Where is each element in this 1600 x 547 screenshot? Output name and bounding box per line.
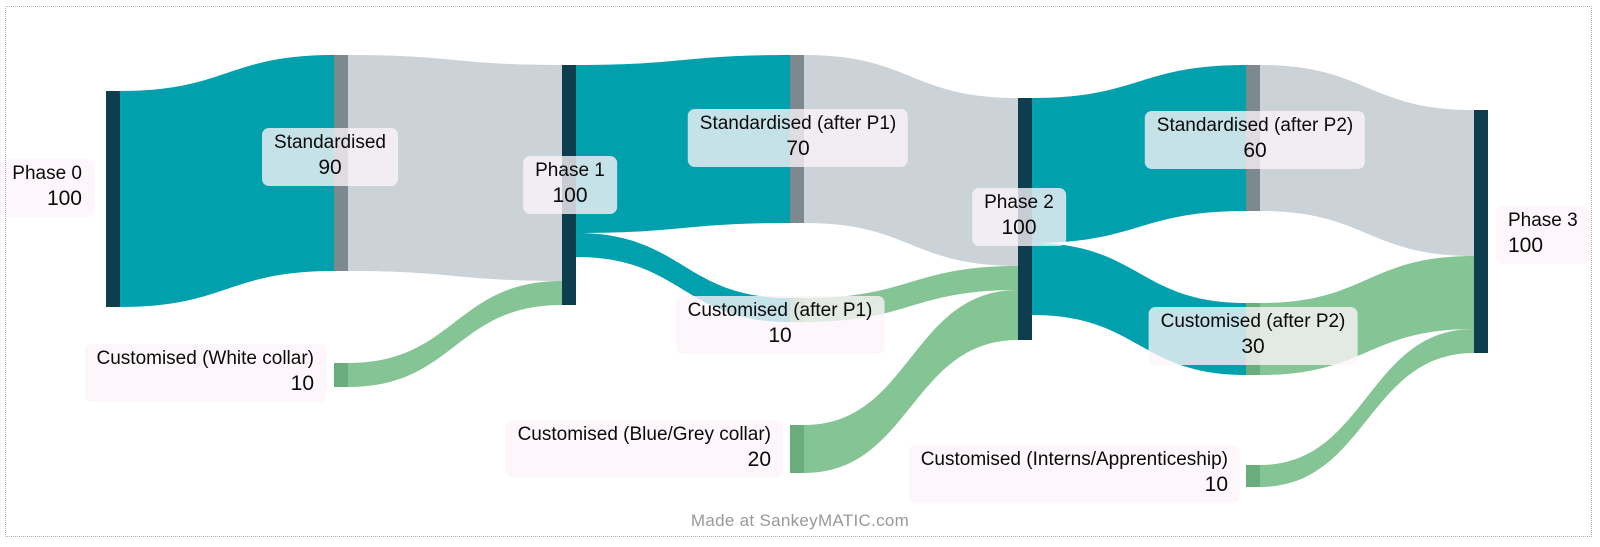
node-name: Customised (Blue/Grey collar) <box>517 424 771 446</box>
node-bar-interns <box>1246 465 1260 487</box>
node-bar-blueGrey <box>790 425 804 473</box>
flow-phase2-to-stdP2 <box>1032 65 1246 243</box>
node-value: 100 <box>1001 215 1037 239</box>
node-name: Phase 0 <box>12 163 82 185</box>
node-value: 100 <box>1508 233 1544 257</box>
node-value: 60 <box>1243 138 1267 162</box>
node-name: Standardised (after P2) <box>1156 115 1354 137</box>
node-label-customised-interns-apprenticeship: Customised (Interns/Apprenticeship) 10 <box>908 445 1240 503</box>
node-value: 70 <box>786 136 810 160</box>
node-label-phase1: Phase 1 100 <box>523 156 617 214</box>
node-label-customised-white-collar: Customised (White collar) 10 <box>84 344 326 402</box>
node-name: Phase 2 <box>984 192 1054 214</box>
node-bar-phase3 <box>1474 110 1488 353</box>
node-label-customised-after-p1: Customised (after P1) 10 <box>675 296 885 354</box>
node-label-standardised-after-p2: Standardised (after P2) 60 <box>1144 111 1366 169</box>
flow-blueGrey-to-phase2 <box>804 290 1018 473</box>
flow-standardised-to-phase1 <box>348 55 562 281</box>
node-name: Customised (after P1) <box>687 300 873 322</box>
node-label-standardised-after-p1: Standardised (after P1) 70 <box>687 109 909 167</box>
node-value: 20 <box>747 447 771 471</box>
node-name: Customised (White collar) <box>96 348 315 370</box>
node-value: 90 <box>318 155 342 179</box>
node-label-customised-blue-grey-collar: Customised (Blue/Grey collar) 20 <box>505 420 783 478</box>
node-name: Standardised <box>274 132 386 154</box>
node-value: 100 <box>552 183 588 207</box>
node-label-customised-after-p2: Customised (after P2) 30 <box>1148 307 1358 365</box>
node-label-standardised: Standardised 90 <box>262 128 398 186</box>
flow-stdP1-to-phase2 <box>804 55 1018 266</box>
node-value: 10 <box>768 323 792 347</box>
sankeymatic-credit: Made at SankeyMATIC.com <box>690 511 910 530</box>
node-name: Customised (Interns/Apprenticeship) <box>920 449 1228 471</box>
node-bar-custWhite <box>334 363 348 387</box>
node-value: 100 <box>46 186 82 210</box>
flow-phase0-to-standardised <box>120 55 334 307</box>
node-value: 10 <box>290 371 314 395</box>
node-value: 10 <box>1204 472 1228 496</box>
node-label-phase2: Phase 2 100 <box>972 188 1066 246</box>
node-name: Phase 3 <box>1508 210 1578 232</box>
node-bar-phase0 <box>106 91 120 307</box>
node-name: Customised (after P2) <box>1160 311 1346 333</box>
node-value: 30 <box>1241 334 1265 358</box>
flow-custWhite-to-phase1 <box>348 281 562 387</box>
node-label-phase3: Phase 3 100 <box>1496 206 1590 264</box>
node-name: Standardised (after P1) <box>699 113 897 135</box>
flow-interns-to-phase3 <box>1260 329 1474 487</box>
flow-phase1-to-stdP1 <box>576 55 790 233</box>
node-name: Phase 1 <box>535 160 605 182</box>
node-label-phase0: Phase 0 100 <box>0 159 94 217</box>
